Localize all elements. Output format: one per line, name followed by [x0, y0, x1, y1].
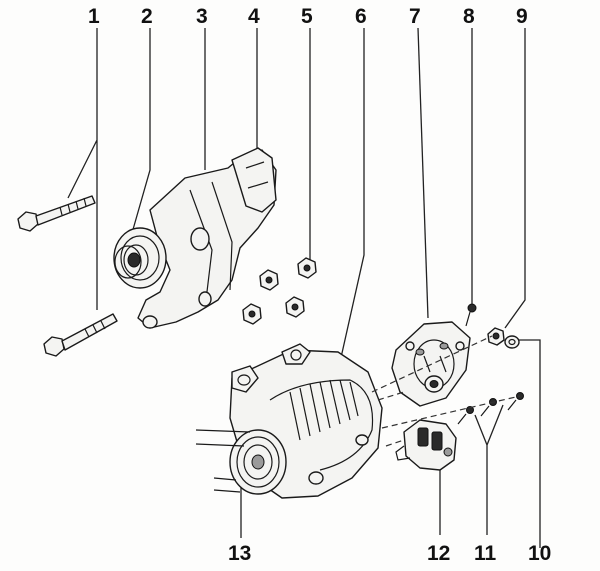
- leader-lines: [67, 27, 541, 548]
- callout-10: 10: [528, 542, 552, 565]
- assembly-axes: [371, 335, 521, 447]
- cover-screw: [465, 303, 477, 327]
- leader-line-7: [417, 27, 429, 319]
- leader-line-6: [339, 28, 365, 363]
- nuts: [242, 257, 317, 325]
- terminal-nut-washer: [487, 327, 520, 349]
- leader-line-10: [515, 339, 541, 548]
- callout-4: 4: [248, 5, 260, 28]
- callout-2: 2: [141, 5, 153, 28]
- leader-line-11: [474, 404, 504, 535]
- callout-12: 12: [427, 542, 451, 565]
- voltage-regulator: [395, 419, 457, 471]
- bolt-upper: [17, 195, 96, 232]
- callout-6: 6: [355, 5, 367, 28]
- callout-7: 7: [409, 5, 421, 28]
- callout-13: 13: [228, 542, 252, 565]
- regulator-screws: [457, 392, 524, 425]
- leader-line-1: [67, 28, 98, 310]
- leader-line-9: [504, 28, 526, 329]
- alternator: [195, 343, 383, 499]
- callout-1: 1: [88, 5, 100, 28]
- callout-5: 5: [301, 5, 313, 28]
- callout-8: 8: [463, 5, 475, 28]
- bracket-assembly: [113, 147, 277, 329]
- callout-9: 9: [516, 5, 528, 28]
- leader-line-2: [129, 28, 151, 241]
- bolt-lower: [43, 313, 118, 357]
- callout-11: 11: [474, 542, 497, 565]
- callout-3: 3: [196, 5, 208, 28]
